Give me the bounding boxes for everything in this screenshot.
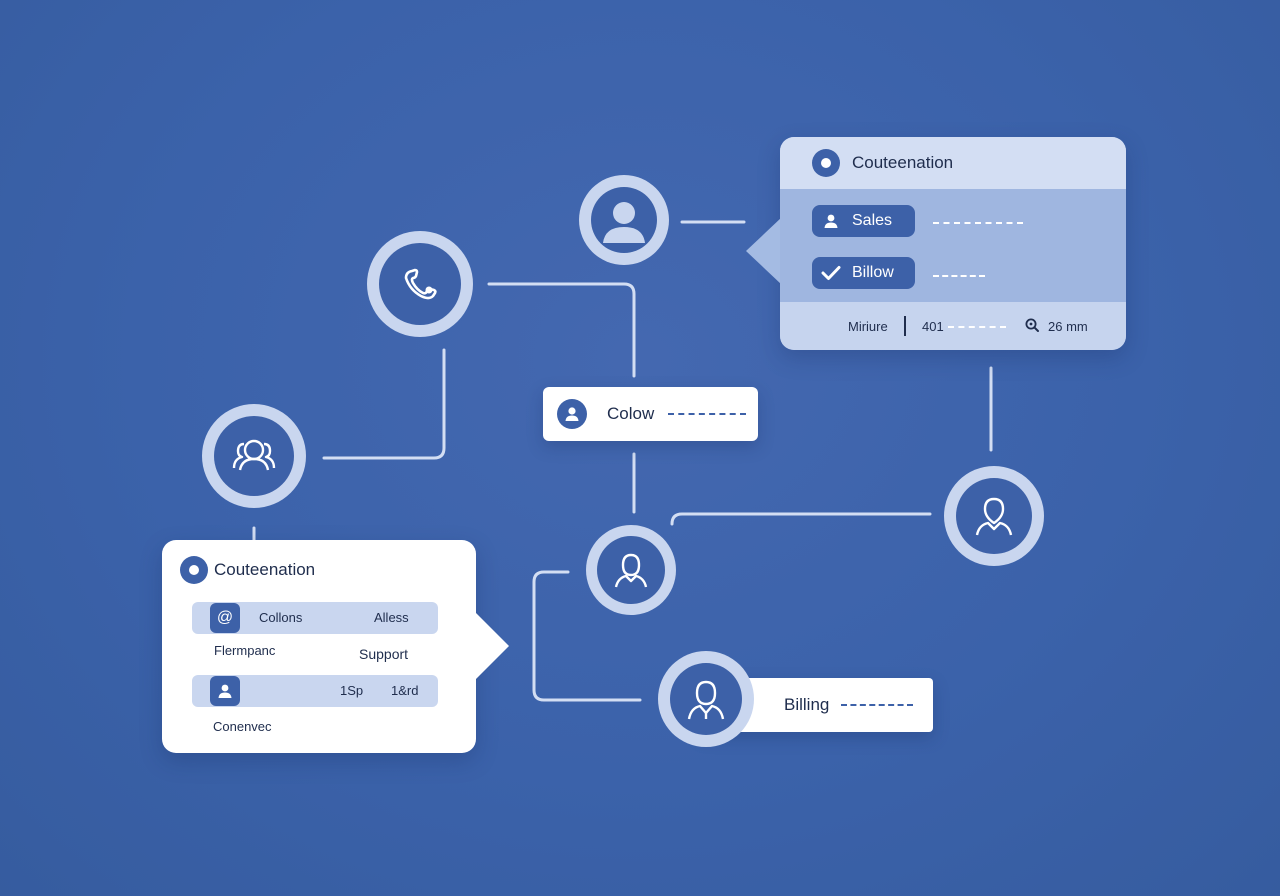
- contact-panel-top: Couteenation Sales Billow Miriure 401: [746, 137, 1126, 350]
- sub-left: Flermpanc: [214, 643, 276, 658]
- connector-phone-to-colow: [487, 282, 636, 378]
- sub-left: Conenvec: [213, 719, 272, 734]
- footer-dash: [948, 326, 1006, 328]
- panel-pointer: [475, 612, 509, 680]
- radio-dot-icon: [180, 556, 208, 584]
- user-icon: [975, 497, 1013, 536]
- sales-pill[interactable]: Sales: [812, 205, 915, 237]
- group-icon: [232, 439, 276, 471]
- sales-dash: [933, 222, 1023, 224]
- check-icon: [820, 265, 842, 281]
- panel-header: Couteenation: [780, 137, 1126, 189]
- footer-divider: [904, 316, 906, 336]
- user-node-bottom[interactable]: [658, 651, 754, 747]
- user-icon: [603, 202, 645, 243]
- footer-middle: 401: [922, 318, 944, 334]
- user-node-right[interactable]: [944, 466, 1044, 566]
- panel-body: Sales Billow: [780, 189, 1126, 302]
- panel-pointer: [746, 217, 782, 285]
- billing-label: Billing: [784, 695, 830, 714]
- colow-chip[interactable]: Colow: [543, 387, 758, 441]
- row-col1: 1Sp: [340, 683, 364, 698]
- sales-label: Sales: [852, 212, 893, 229]
- panel-footer: Miriure 401 26 mm: [780, 302, 1126, 350]
- user-node-center[interactable]: [586, 525, 676, 615]
- colow-dash: [668, 413, 747, 415]
- row-col1: Collons: [259, 610, 303, 625]
- panel-header: Couteenation: [180, 556, 315, 584]
- contact-panel-bottom: Couteenation @ Collons Alless Flermpanc …: [162, 540, 509, 753]
- phone-node[interactable]: [367, 231, 473, 337]
- user-icon: [820, 213, 842, 229]
- connector-center-to-bottom: [532, 570, 642, 702]
- at-icon: @: [210, 603, 240, 633]
- user-icon: [614, 553, 648, 588]
- billow-label: Billow: [852, 264, 894, 281]
- billing-dash: [841, 704, 914, 706]
- footer-left: Miriure: [848, 318, 888, 334]
- group-node[interactable]: [202, 404, 306, 508]
- list-row[interactable]: 1Sp 1&rd: [192, 675, 438, 707]
- panel-title: Couteenation: [852, 153, 954, 172]
- row-col2: Alless: [374, 610, 409, 625]
- colow-label: Colow: [607, 404, 655, 423]
- radio-dot-icon: [812, 149, 840, 177]
- phone-icon: [404, 268, 437, 300]
- connector-phone-to-group: [322, 348, 446, 460]
- zoom-icon[interactable]: [1024, 317, 1040, 336]
- user-icon: [687, 680, 725, 720]
- user-icon: [210, 676, 240, 706]
- user-icon: [557, 399, 587, 429]
- footer-right: 26 mm: [1048, 318, 1088, 334]
- sub-right: Support: [359, 646, 409, 662]
- billow-dash: [933, 275, 985, 277]
- list-row[interactable]: @ Collons Alless: [192, 602, 438, 634]
- billow-pill[interactable]: Billow: [812, 257, 915, 289]
- user-node-top[interactable]: [579, 175, 669, 265]
- panel-title: Couteenation: [214, 560, 316, 579]
- row-col2: 1&rd: [391, 683, 419, 698]
- connector-center-to-right: [670, 512, 932, 526]
